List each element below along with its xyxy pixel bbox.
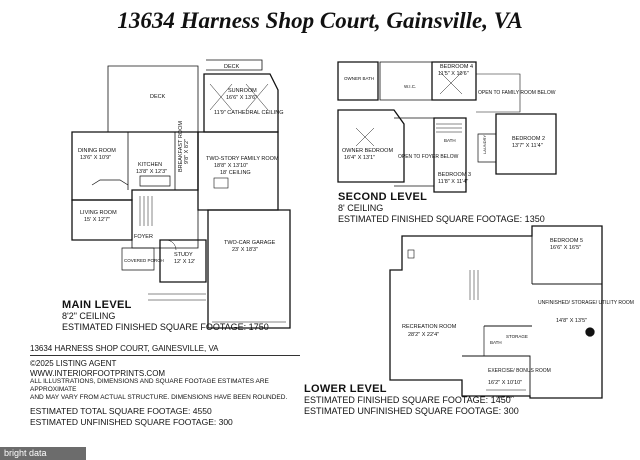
label-kitchen: KITCHEN (138, 162, 162, 168)
main-level-ceiling: 8'2" CEILING (62, 311, 116, 321)
main-level-sqft: ESTIMATED FINISHED SQUARE FOOTAGE: 1750 (62, 322, 269, 332)
lower-level-plan (389, 225, 603, 399)
label-wic: W.I.C. (404, 84, 416, 89)
label-storage: STORAGE (506, 334, 528, 339)
info-block: 13634 HARNESS SHOP COURT, GAINESVILLE, V… (30, 344, 300, 427)
label-living: LIVING ROOM (80, 210, 117, 216)
info-divider (30, 355, 300, 357)
label-laundry: LAUNDRY (482, 135, 487, 154)
label-bedroom2: BEDROOM 2 (512, 136, 545, 142)
lower-level-sqft-unfinished: ESTIMATED UNFINISHED SQUARE FOOTAGE: 300 (304, 406, 519, 416)
label-family: TWO-STORY FAMILY ROOM (206, 156, 279, 162)
lower-level-sqft-finished: ESTIMATED FINISHED SQUARE FOOTAGE: 1450 (304, 395, 511, 405)
page-title: 13634 Harness Shop Court, Gainsville, VA (117, 8, 523, 33)
label-family-note: 18' CEILING (220, 170, 251, 176)
label-bedroom3: BEDROOM 3 (438, 172, 471, 178)
second-level-sqft: ESTIMATED FINISHED SQUARE FOOTAGE: 1350 (338, 214, 545, 224)
second-level-heading: SECOND LEVEL (338, 191, 428, 203)
label-recreation-dim: 28'2" X 22'4" (408, 332, 439, 338)
label-bedroom4-dim: 11'5" X 10'6" (438, 71, 469, 77)
label-family-dim: 18'8" X 13'10" (214, 163, 248, 169)
second-level-plan (337, 61, 557, 193)
info-address: 13634 HARNESS SHOP COURT, GAINESVILLE, V… (30, 344, 219, 353)
info-total-unfinished: ESTIMATED UNFINISHED SQUARE FOOTAGE: 300 (30, 416, 233, 427)
info-disclaimer-2: AND MAY VARY FROM ACTUAL STRUCTURE. DIME… (30, 394, 288, 402)
label-dining: DINING ROOM (78, 148, 116, 154)
lower-level-caption: LOWER LEVEL ESTIMATED FINISHED SQUARE FO… (304, 384, 519, 417)
label-kitchen-dim: 13'8" X 12'3" (136, 169, 167, 175)
label-bath-2: BATH (444, 138, 456, 143)
info-website: WWW.INTERIORFOOTPRINTS.COM (30, 368, 166, 378)
main-level-heading: MAIN LEVEL (62, 299, 132, 311)
label-breakfast: BREAKFAST ROOM (178, 121, 184, 172)
label-unfinished: UNFINISHED/ STORAGE/ UTILITY ROOM (538, 300, 634, 306)
main-level-plan (71, 59, 291, 329)
label-bedroom4: BEDROOM 4 (440, 64, 473, 70)
label-sunroom: SUNROOM (228, 88, 257, 94)
label-bedroom3-dim: 11'8" X 11'4" (438, 179, 468, 185)
label-sunroom-note: 11'9" CATHEDRAL CEILING (214, 110, 284, 116)
label-breakfast-dim: 9'8" X 8'2" (184, 139, 190, 164)
label-exercise-dim: 16'2" X 10'10" (488, 380, 522, 386)
label-exercise: EXERCISE/ BONUS ROOM (488, 368, 551, 374)
label-wet-bar: WET BAR (496, 394, 514, 399)
label-porch: COVERED PORCH (124, 258, 164, 263)
info-total-sqft: ESTIMATED TOTAL SQUARE FOOTAGE: 4550 (30, 406, 212, 417)
label-foyer: FOYER (134, 234, 153, 240)
label-bedroom5-dim: 16'6" X 16'5" (550, 245, 581, 251)
label-bedroom2-dim: 13'7" X 11'4" (512, 143, 543, 149)
lower-level-heading: LOWER LEVEL (304, 383, 387, 395)
label-open-foyer: OPEN TO FOYER BELOW (398, 154, 459, 160)
second-level-ceiling: 8' CEILING (338, 203, 384, 213)
label-study-dim: 12' X 12' (174, 259, 195, 265)
label-living-dim: 15' X 12'7" (84, 217, 110, 223)
label-study: STUDY (174, 252, 193, 258)
label-owner-bedroom-dim: 16'4" X 13'1" (344, 155, 375, 161)
label-deck-top: DECK (224, 64, 240, 70)
label-deck: DECK (150, 94, 166, 100)
label-lower-bath: BATH (490, 340, 502, 345)
label-garage: TWO-CAR GARAGE (224, 240, 276, 246)
label-owner-bath: OWNER BATH (344, 76, 374, 81)
label-sunroom-dim: 16'6" X 13'6" (226, 95, 257, 101)
label-unfinished-dim: 14'8" X 13'5" (556, 318, 587, 324)
label-dining-dim: 13'6" X 10'9" (80, 155, 111, 161)
label-garage-dim: 23' X 18'3" (232, 247, 258, 253)
source-badge: bright data (0, 447, 86, 460)
info-copyright: ©2025 LISTING AGENT (30, 359, 117, 369)
main-level-caption: MAIN LEVEL 8'2" CEILING ESTIMATED FINISH… (62, 300, 269, 333)
label-bedroom5: BEDROOM 5 (550, 238, 583, 244)
label-owner-bedroom: OWNER BEDROOM (342, 148, 393, 154)
label-open-family: OPEN TO FAMILY ROOM BELOW (478, 90, 556, 96)
info-disclaimer-1: ALL ILLUSTRATIONS, DIMENSIONS AND SQUARE… (30, 378, 269, 394)
second-level-caption: SECOND LEVEL 8' CEILING ESTIMATED FINISH… (338, 192, 545, 225)
label-recreation: RECREATION ROOM (402, 324, 457, 330)
